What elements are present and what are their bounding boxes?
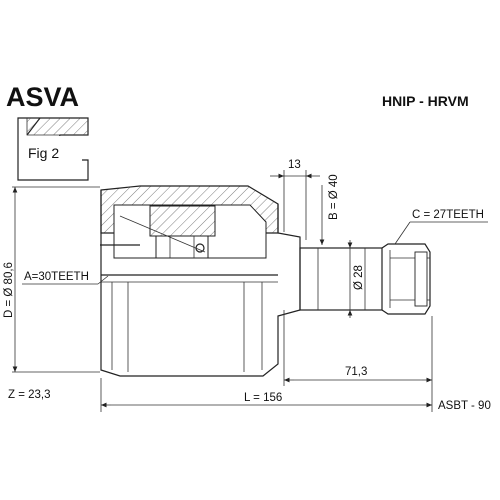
dim-l-label: L = 156	[244, 392, 282, 404]
asbt-code: ASBT - 90	[438, 400, 491, 412]
joint-housing	[100, 185, 301, 377]
dim-d-diameter: D = Ø 80,6	[3, 186, 100, 373]
dim-b-label: B = Ø 40	[328, 174, 340, 220]
figure-label: Fig 2	[28, 145, 59, 161]
dim-z-label: Z = 23,3	[8, 389, 51, 401]
dim-a-label: A=30TEETH	[24, 271, 89, 283]
splined-shaft	[299, 243, 431, 315]
brand-logo: ASVA	[6, 82, 79, 112]
dim-13-label: 13	[288, 159, 301, 171]
dim-b-diameter: B = Ø 40	[319, 174, 340, 245]
dim-71-3: 71,3	[283, 310, 433, 386]
dim-z-value: Z = 23,3	[8, 389, 51, 401]
part-code: HNIP - HRVM	[382, 93, 469, 109]
dim-shaft-diameter: Ø 28	[347, 240, 365, 318]
dim-c-label: C = 27TEETH	[412, 209, 484, 221]
figure-inset: Fig 2	[17, 117, 89, 181]
dim-shaft-label: Ø 28	[353, 265, 365, 290]
dim-71-3-label: 71,3	[345, 366, 367, 378]
dim-13: 13	[270, 159, 320, 240]
dim-total-length: L = 156	[100, 378, 433, 412]
dim-c-teeth: C = 27TEETH	[394, 209, 488, 245]
dim-a-teeth: A=30TEETH	[22, 271, 109, 285]
dim-d-label: D = Ø 80,6	[3, 262, 15, 318]
